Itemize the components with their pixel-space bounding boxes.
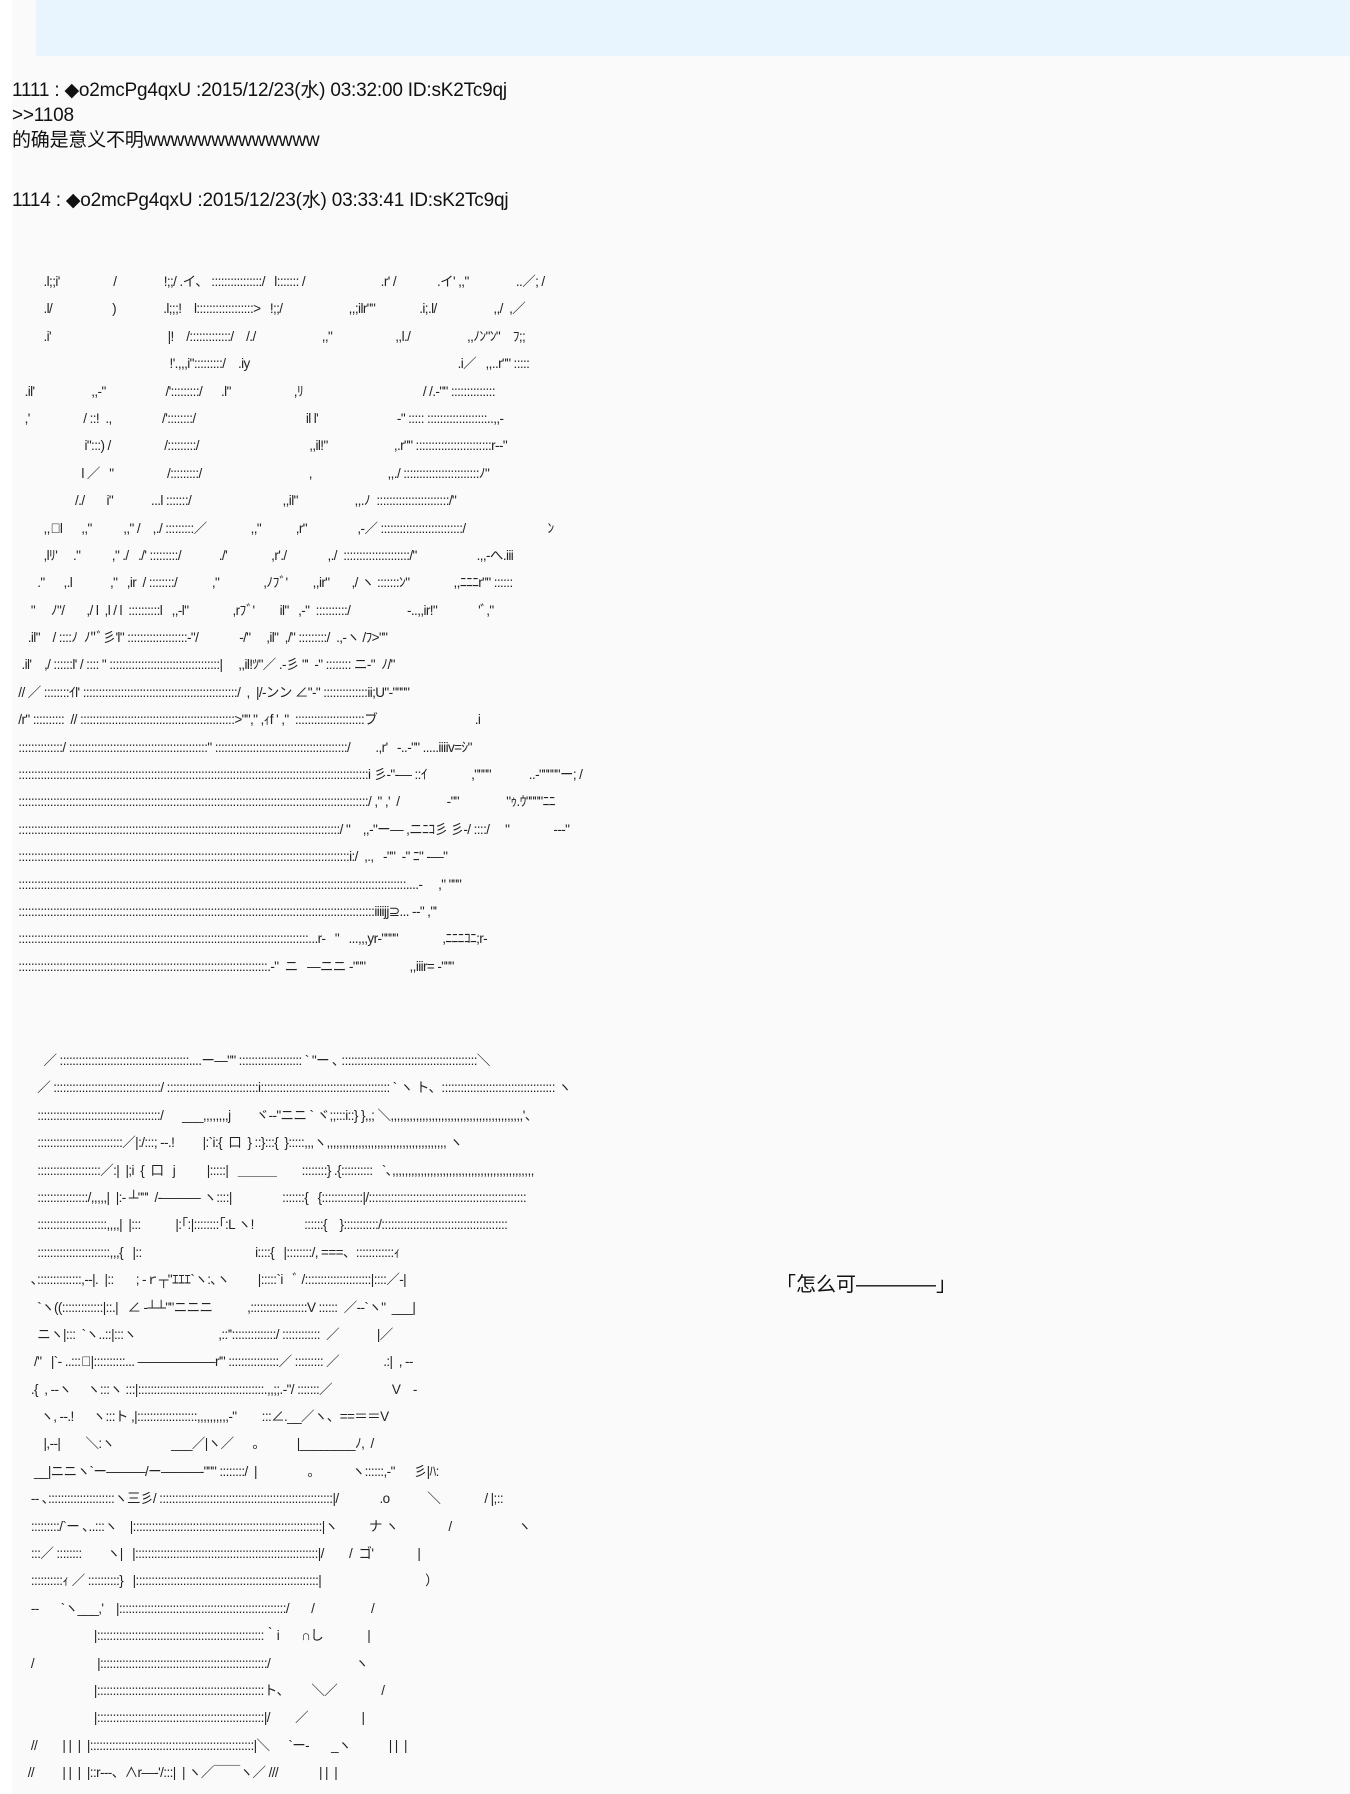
post-header: 1111 : ◆o2mcPg4qxU :2015/12/23(水) 03:32:…	[12, 80, 507, 101]
ascii-art-line: ヽ, ‐‐.! ヽ:::ト ,|:::::::::::::::::::,,,,,…	[12, 1409, 389, 1425]
ascii-art-line: |:::::::::::::::::::::::::::::::::::::::…	[12, 1710, 365, 1726]
ascii-art-line: .il' ,,-" /':::::::::/ .l" ,ﾘ / /.-"" ::…	[12, 383, 496, 399]
ascii-art-line: ‐‐ ､:::::::::::::::::::::ヽ三彡/ ::::::::::…	[12, 1491, 504, 1507]
ascii-art-line: ::::::::::::::::::::::::::::::::::::::::…	[12, 876, 462, 892]
ascii-art-line: !'.,,,i":::::::::/ .iy .i／ ,,..r"" :::::	[12, 356, 530, 372]
ascii-art-line: l ／ " /:::::::::/ , ,,./ :::::::::::::::…	[12, 465, 490, 481]
ascii-art-line: i":::) / /:::::::::/ ,,il!" ,.r"" ::::::…	[12, 438, 508, 454]
ascii-art-line: .i' |! /:::::::::::::/ /./ ,," ,,l./ ,,ﾉ…	[12, 328, 526, 344]
ascii-art-line: `ヽ((:::::::::::::|::.| ∠ -┴┴""ニニニ ,:::::…	[12, 1299, 416, 1315]
ascii-art-line: .il" / ::::ﾉ ﾉ"ﾞ彡'l" :::::::::::::::::::…	[12, 630, 388, 646]
ascii-art-line: ::::::::::::::::::::::::::::::::::::::::…	[12, 931, 488, 947]
post-body-text: 的确是意义不明wwwwwwwwwwwww	[12, 130, 320, 151]
ascii-art-line: ,' / ::! ., /'::::::::/ il l' -" ::::: :…	[12, 410, 504, 426]
ascii-art-line: /./ i" ...l :::::::/ ,,il" ,,.ﾉ ::::::::…	[12, 493, 457, 509]
ascii-art-line: ニヽ|::: `ヽ..::|:::ヽ ,::''::::::::::::::/ …	[12, 1326, 393, 1342]
ascii-art-line: :::::::::/`ー ､..:::ヽ |::::::::::::::::::…	[12, 1518, 531, 1534]
ascii-art-line: // | | | |::::::::::::::::::::::::::::::…	[12, 1737, 408, 1753]
ascii-art-bottom: ／ ::::::::::::::::::::::::::::::::::::::…	[12, 1047, 572, 1787]
ascii-art-line: :::::::::::::::::::::::::::::::::::::::/…	[12, 1107, 538, 1123]
ascii-art-line: ／ ::::::::::::::::::::::::::::::::::::::…	[12, 1053, 491, 1068]
ascii-art-line: /" |`‐ ..:::ﾞ|::::::::::... ――――――r'" ::…	[12, 1354, 413, 1370]
ascii-art-line: |:::::::::::::::::::::::::::::::::::::::…	[12, 1682, 385, 1698]
post-1111: 1111 : ◆o2mcPg4qxU :2015/12/23(水) 03:32:…	[12, 78, 507, 153]
ascii-art-line: .l;;i' / !;;/ .イ、 ::::::::::::::::/ l:::…	[12, 274, 546, 289]
ascii-art-line: |:::::::::::::::::::::::::::::::::::::::…	[12, 1628, 371, 1644]
reply-link[interactable]: >>1108	[12, 105, 74, 126]
ascii-art-line: / |:::::::::::::::::::::::::::::::::::::…	[12, 1655, 369, 1671]
ascii-art-line: ､::::::::::::::,‐‐|. |:: ; ‐ｒ┬"ｴｴｴ`ヽ:､ヽ …	[12, 1272, 407, 1288]
ascii-art-line: ::::::::::::::::::::::::::::::::::::::::…	[12, 794, 555, 810]
ascii-art-line: .{ , ‐‐ヽ ヽ:::ヽ :::|:::::::::::::::::::::…	[12, 1381, 418, 1397]
ascii-art-line: .l/ ) .l;;;! l::::::::::::::::::> !;;/ ,…	[12, 301, 526, 317]
ascii-art-line: ‐‐ `ヽ___,' |::::::::::::::::::::::::::::…	[12, 1600, 375, 1616]
ascii-art-line: ::::::::::::::::::::::::::::::::::::::::…	[12, 821, 570, 837]
ascii-art-line: |,‐‐| ＼:ヽ ___／|ヽ／ 。 |________ﾉ, /	[12, 1436, 375, 1452]
ascii-art-line: // ／ ::::::::ｲl' :::::::::::::::::::::::…	[12, 684, 410, 700]
ascii-art-line: ::::::::::::::::::::／:| |;i { 口 j |:::::…	[12, 1162, 534, 1178]
ascii-art-line: " ﾉ"/ ,/ l ,l / l ::::::::::l ,,-l" ,rﾌﾞ…	[12, 602, 494, 618]
ascii-art-line: ::::::::::::::::::::::,,,,| |::: |:｢:|::…	[12, 1217, 508, 1233]
ascii-art-line: // | | | |::r‐‐-、∧r―‐'/:::| | ヽ／￣￣ヽ／ ///…	[12, 1765, 338, 1781]
ascii-art-line: ::::::::::::::::::::::::::::::::::::::::…	[12, 767, 583, 783]
post-1114: 1114 : ◆o2mcPg4qxU :2015/12/23(水) 03:33:…	[12, 188, 509, 213]
ascii-art-line: ." ,.l ," ,ir / ::::::::/ ," ,ﾉﾌﾞ' ,,ir"…	[12, 575, 513, 591]
ascii-art-line: __|ニニヽ`ー―――/ー―――‐""" ::::::::/ | 。 ヽ::::…	[12, 1463, 439, 1479]
ascii-art-line: ::::::::::::::::::::::::::::::::::::::::…	[12, 903, 437, 919]
ascii-art-line: :::／ :::::::: ヽ| |::::::::::::::::::::::…	[12, 1546, 421, 1562]
ascii-art-line: ::::::::::ｨ ／ ::::::::::} |:::::::::::::…	[12, 1573, 439, 1589]
left-margin	[0, 0, 12, 1794]
ascii-art-top: .l;;i' / !;;/ .イ、 ::::::::::::::::/ l:::…	[12, 268, 583, 980]
ascii-art-line: :::::::::::::::::::::::::::／|:/:::; ‐‐.!…	[12, 1135, 463, 1151]
ascii-art-line: ／ ::::::::::::::::::::::::::::::::::/ ::…	[12, 1080, 571, 1096]
top-banner	[36, 0, 1350, 56]
ascii-art-line: ::::::::::::::::::::::::::::::::::::::::…	[12, 958, 454, 974]
ascii-art-line: ::::::::::::::::::::::::::::::::::::::::…	[12, 849, 448, 865]
post-header: 1114 : ◆o2mcPg4qxU :2015/12/23(水) 03:33:…	[12, 190, 509, 211]
ascii-art-line: :::::::::::::::::::::::,,,{ |:: i::::{ |…	[12, 1244, 400, 1260]
ascii-art-line: ,,ﾞl ,," ,," / ,./ :::::::::／ ,," ,r" ,-…	[12, 520, 555, 536]
ascii-art-line: ,lﾘ' ." ," ./ ./' :::::::::/ ./' ,r'./ ,…	[12, 547, 514, 563]
ascii-art-line: ::::::::::::::/ ::::::::::::::::::::::::…	[12, 739, 472, 755]
ascii-art-line: .il' ,/ ::::::l' / :::: " ::::::::::::::…	[12, 657, 395, 673]
ascii-art-line: /r" :::::::::: // ::::::::::::::::::::::…	[12, 712, 481, 728]
dialogue-text: 「怎么可――――」	[776, 1274, 956, 1296]
ascii-art-line: ::::::::::::::::/,,,,,| |:‐ ┴""' /‐――― ヽ…	[12, 1189, 527, 1205]
